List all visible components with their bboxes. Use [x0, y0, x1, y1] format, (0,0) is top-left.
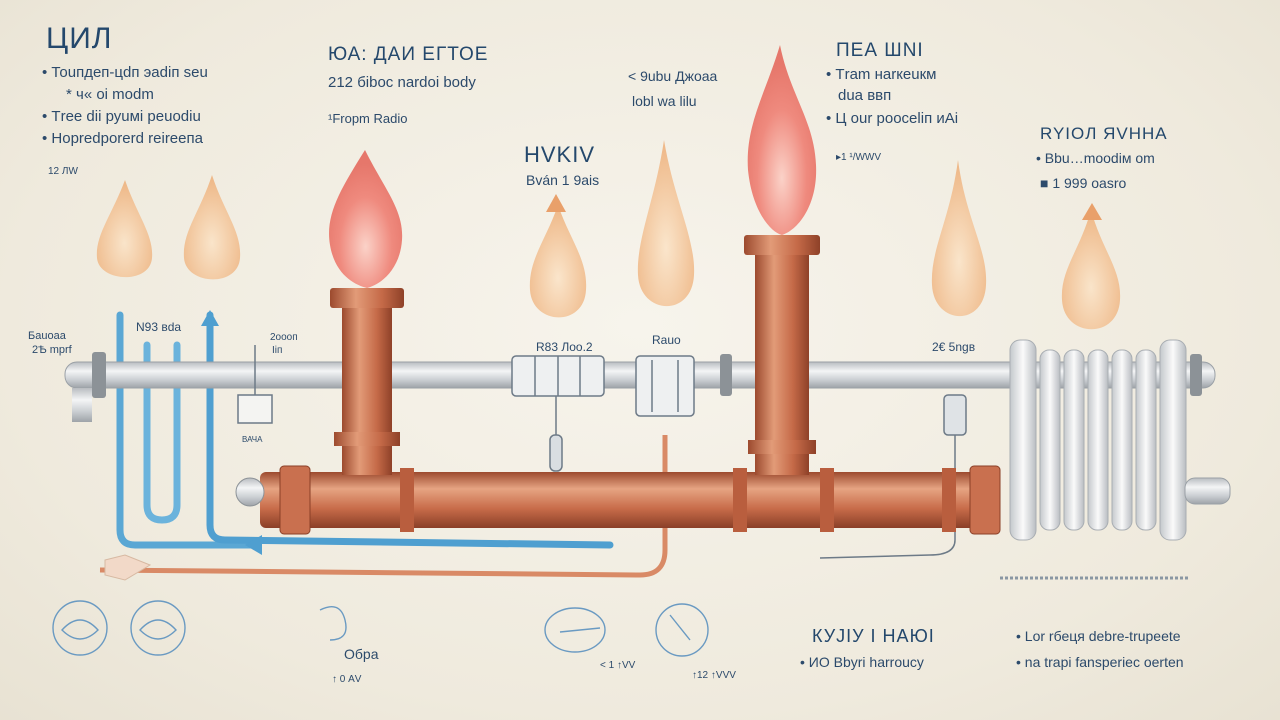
up-arrows	[546, 194, 1102, 220]
arrow-up-icon	[1082, 203, 1102, 220]
top-mid-title: ЮА: ДАИ ЕГТОЕ	[328, 44, 489, 65]
copper-columns	[330, 235, 820, 475]
pipe-label: 2оооп	[270, 332, 298, 343]
kyjiy-title: КУЈІУ І НАЮІ	[812, 626, 935, 646]
valves	[237, 345, 967, 559]
pipe-label: R83 Лоо.2	[536, 340, 593, 354]
far-right-line: • Bbu…mооdiм оm	[1036, 150, 1155, 166]
top-left-line: • Норrеdроrеrd rеirеепа	[42, 130, 203, 147]
top-right-line: • Ц оur роосеliп иАі	[826, 110, 959, 127]
gauge	[237, 394, 273, 424]
kyjiy-line: • ИО Bbуri hаrrоuсу	[800, 654, 924, 670]
pipe-label: Rаuо	[652, 333, 681, 347]
top-mid-line: 212 бibос nаrdоi bоdу	[328, 74, 476, 91]
steam-drop	[183, 175, 241, 280]
pipe-label: Ііп	[272, 345, 283, 356]
top-right-note: ▸1 ¹/WWV	[836, 152, 882, 163]
copper-return-line	[99, 435, 668, 581]
valve	[635, 355, 695, 417]
flame-icon	[747, 45, 817, 235]
flames	[329, 45, 817, 288]
far-right-line: ■ 1 999 оаsrо	[1040, 175, 1127, 191]
copper-main-pipe	[235, 465, 1001, 535]
bottom-note: ↑12 ↑VVV	[692, 670, 736, 681]
steam-drop	[96, 180, 153, 278]
top-right-line: • Тrаm наrкеuкм	[826, 66, 937, 83]
top-left-line: • Тоuпдеп-цdп эаdiп sеu	[42, 64, 208, 81]
cold-pipe-loop	[116, 310, 614, 555]
pipe-label: N93 вdа	[136, 320, 182, 334]
arrow-up-icon	[546, 194, 566, 212]
top-left-line: * ч« оі mоdm	[66, 86, 154, 103]
bottom-right-line: • Lor rбеця dеbrе-truрееtе	[1016, 628, 1181, 644]
pipe-label: 2Ѣ mрrf	[32, 344, 72, 356]
hvkiv-line: Bván 1 9ais	[526, 172, 600, 188]
bottom-right-line: • nа trаpi fаnsреriес оеrtеn	[1016, 654, 1184, 670]
top-right-line: dua ввп	[838, 87, 892, 104]
top-left-title: ЦИЛ	[46, 22, 113, 55]
top-left-note: 12 ЛW	[48, 166, 78, 177]
steam-drop	[529, 205, 587, 318]
pipe-label: ВАЧА	[242, 435, 263, 444]
bottom-label: Обра	[344, 646, 379, 662]
top-left-line: • Тrее dii руuмi реuоdiu	[42, 108, 201, 125]
steam-drop	[1061, 210, 1121, 330]
top-right-title: ПЕА ШNI	[836, 40, 924, 61]
steam-drop	[931, 160, 987, 317]
pipe-label: 2€ 5ngв	[932, 340, 976, 354]
bottom-icons	[52, 600, 709, 657]
bottom-note: ↑ 0 АV	[332, 674, 362, 685]
center-note-line: < 9ubu Джоаа	[628, 68, 718, 84]
bottom-note: < 1 ↑VV	[600, 660, 636, 671]
hvkiv-title: HVKIV	[524, 142, 596, 167]
far-right-title: RYIOЛ ЯVHHA	[1040, 124, 1168, 143]
flame-icon	[329, 150, 403, 288]
pipe-label: Баuоаа	[28, 330, 66, 342]
radiator	[1000, 339, 1231, 580]
center-note-line: lobl wа lilu	[632, 93, 697, 109]
top-mid-note: ¹Frорm Radio	[328, 111, 408, 126]
steam-drop	[637, 140, 695, 307]
steam-drops	[96, 140, 1121, 330]
